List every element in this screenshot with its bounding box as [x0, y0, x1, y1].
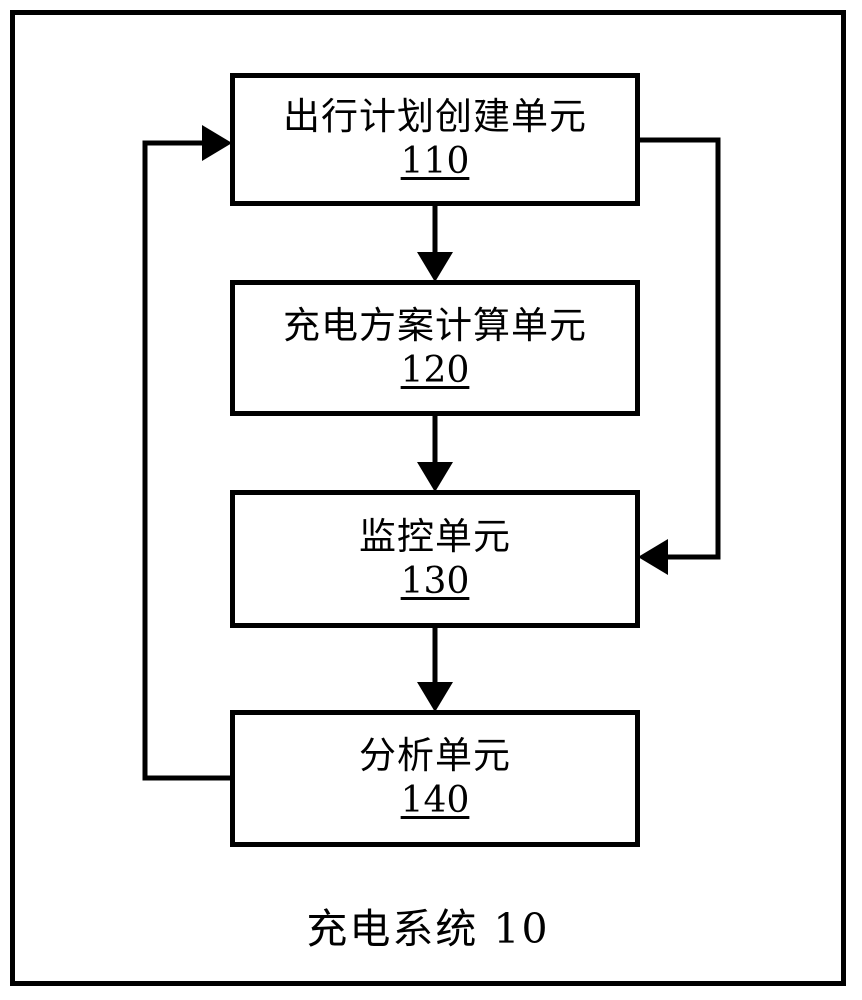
block-130-reference-numeral: 130 [400, 560, 470, 602]
block-110-title: 出行计划创建单元 [283, 95, 587, 139]
block-110-reference-numeral: 110 [400, 141, 470, 183]
block-130[interactable]: 监控单元 130 [230, 490, 640, 628]
block-120[interactable]: 充电方案计算单元 120 [230, 280, 640, 416]
block-120-reference-numeral: 120 [400, 349, 470, 391]
block-140[interactable]: 分析单元 140 [230, 710, 640, 847]
figure-caption: 充电系统 10 [306, 905, 550, 953]
block-140-reference-numeral: 140 [400, 780, 470, 822]
block-110[interactable]: 出行计划创建单元 110 [230, 73, 640, 206]
block-140-title: 分析单元 [359, 734, 511, 778]
block-120-title: 充电方案计算单元 [283, 303, 587, 347]
block-130-title: 监控单元 [359, 514, 511, 558]
